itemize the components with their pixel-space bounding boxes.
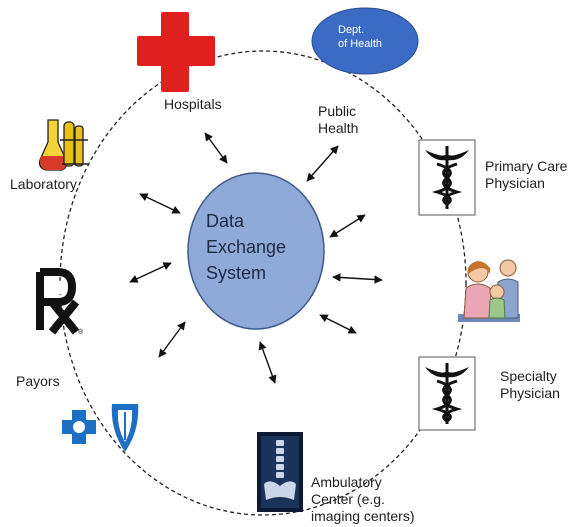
arrow-patients [332, 273, 383, 284]
rx-icon: ® [36, 268, 84, 336]
arrow-pharmacy [129, 262, 172, 283]
blue-cross-shield-icon [62, 404, 139, 452]
caduceus-icon [418, 356, 476, 431]
caduceus-icon [418, 139, 476, 216]
arrow-laboratory [139, 193, 181, 214]
arrow-hospitals [204, 132, 228, 164]
connector-arrows [129, 132, 383, 384]
payors-label: Payors [16, 373, 60, 389]
public-health-label: Public Health [318, 103, 359, 136]
arrow-primary-care [329, 214, 366, 238]
primary-care-label: Primary Care Physician [485, 158, 568, 191]
arrow-payors [158, 321, 186, 358]
arrow-ambulatory [258, 341, 277, 384]
specialty-label: Specialty Physician [500, 368, 560, 401]
flask-icon [38, 119, 88, 171]
hub-label: Data Exchange System [206, 211, 287, 283]
hospitals-label: Hospitals [164, 96, 222, 112]
ambulatory-label: Ambulatory Center (e.g. imaging centers) [311, 474, 415, 524]
red-cross-icon [137, 12, 215, 92]
dept-of-health-label: Dept. of Health [338, 24, 383, 50]
arrow-specialty [319, 314, 357, 334]
arrow-public-health [306, 145, 339, 182]
network-ring [59, 50, 467, 516]
family-icon [458, 259, 520, 322]
dept-of-health-oval [311, 7, 419, 75]
xray-icon [257, 432, 303, 512]
laboratory-label: Laboratory [10, 176, 77, 192]
svg-text:®: ® [78, 328, 84, 336]
data-exchange-hub [187, 172, 325, 330]
